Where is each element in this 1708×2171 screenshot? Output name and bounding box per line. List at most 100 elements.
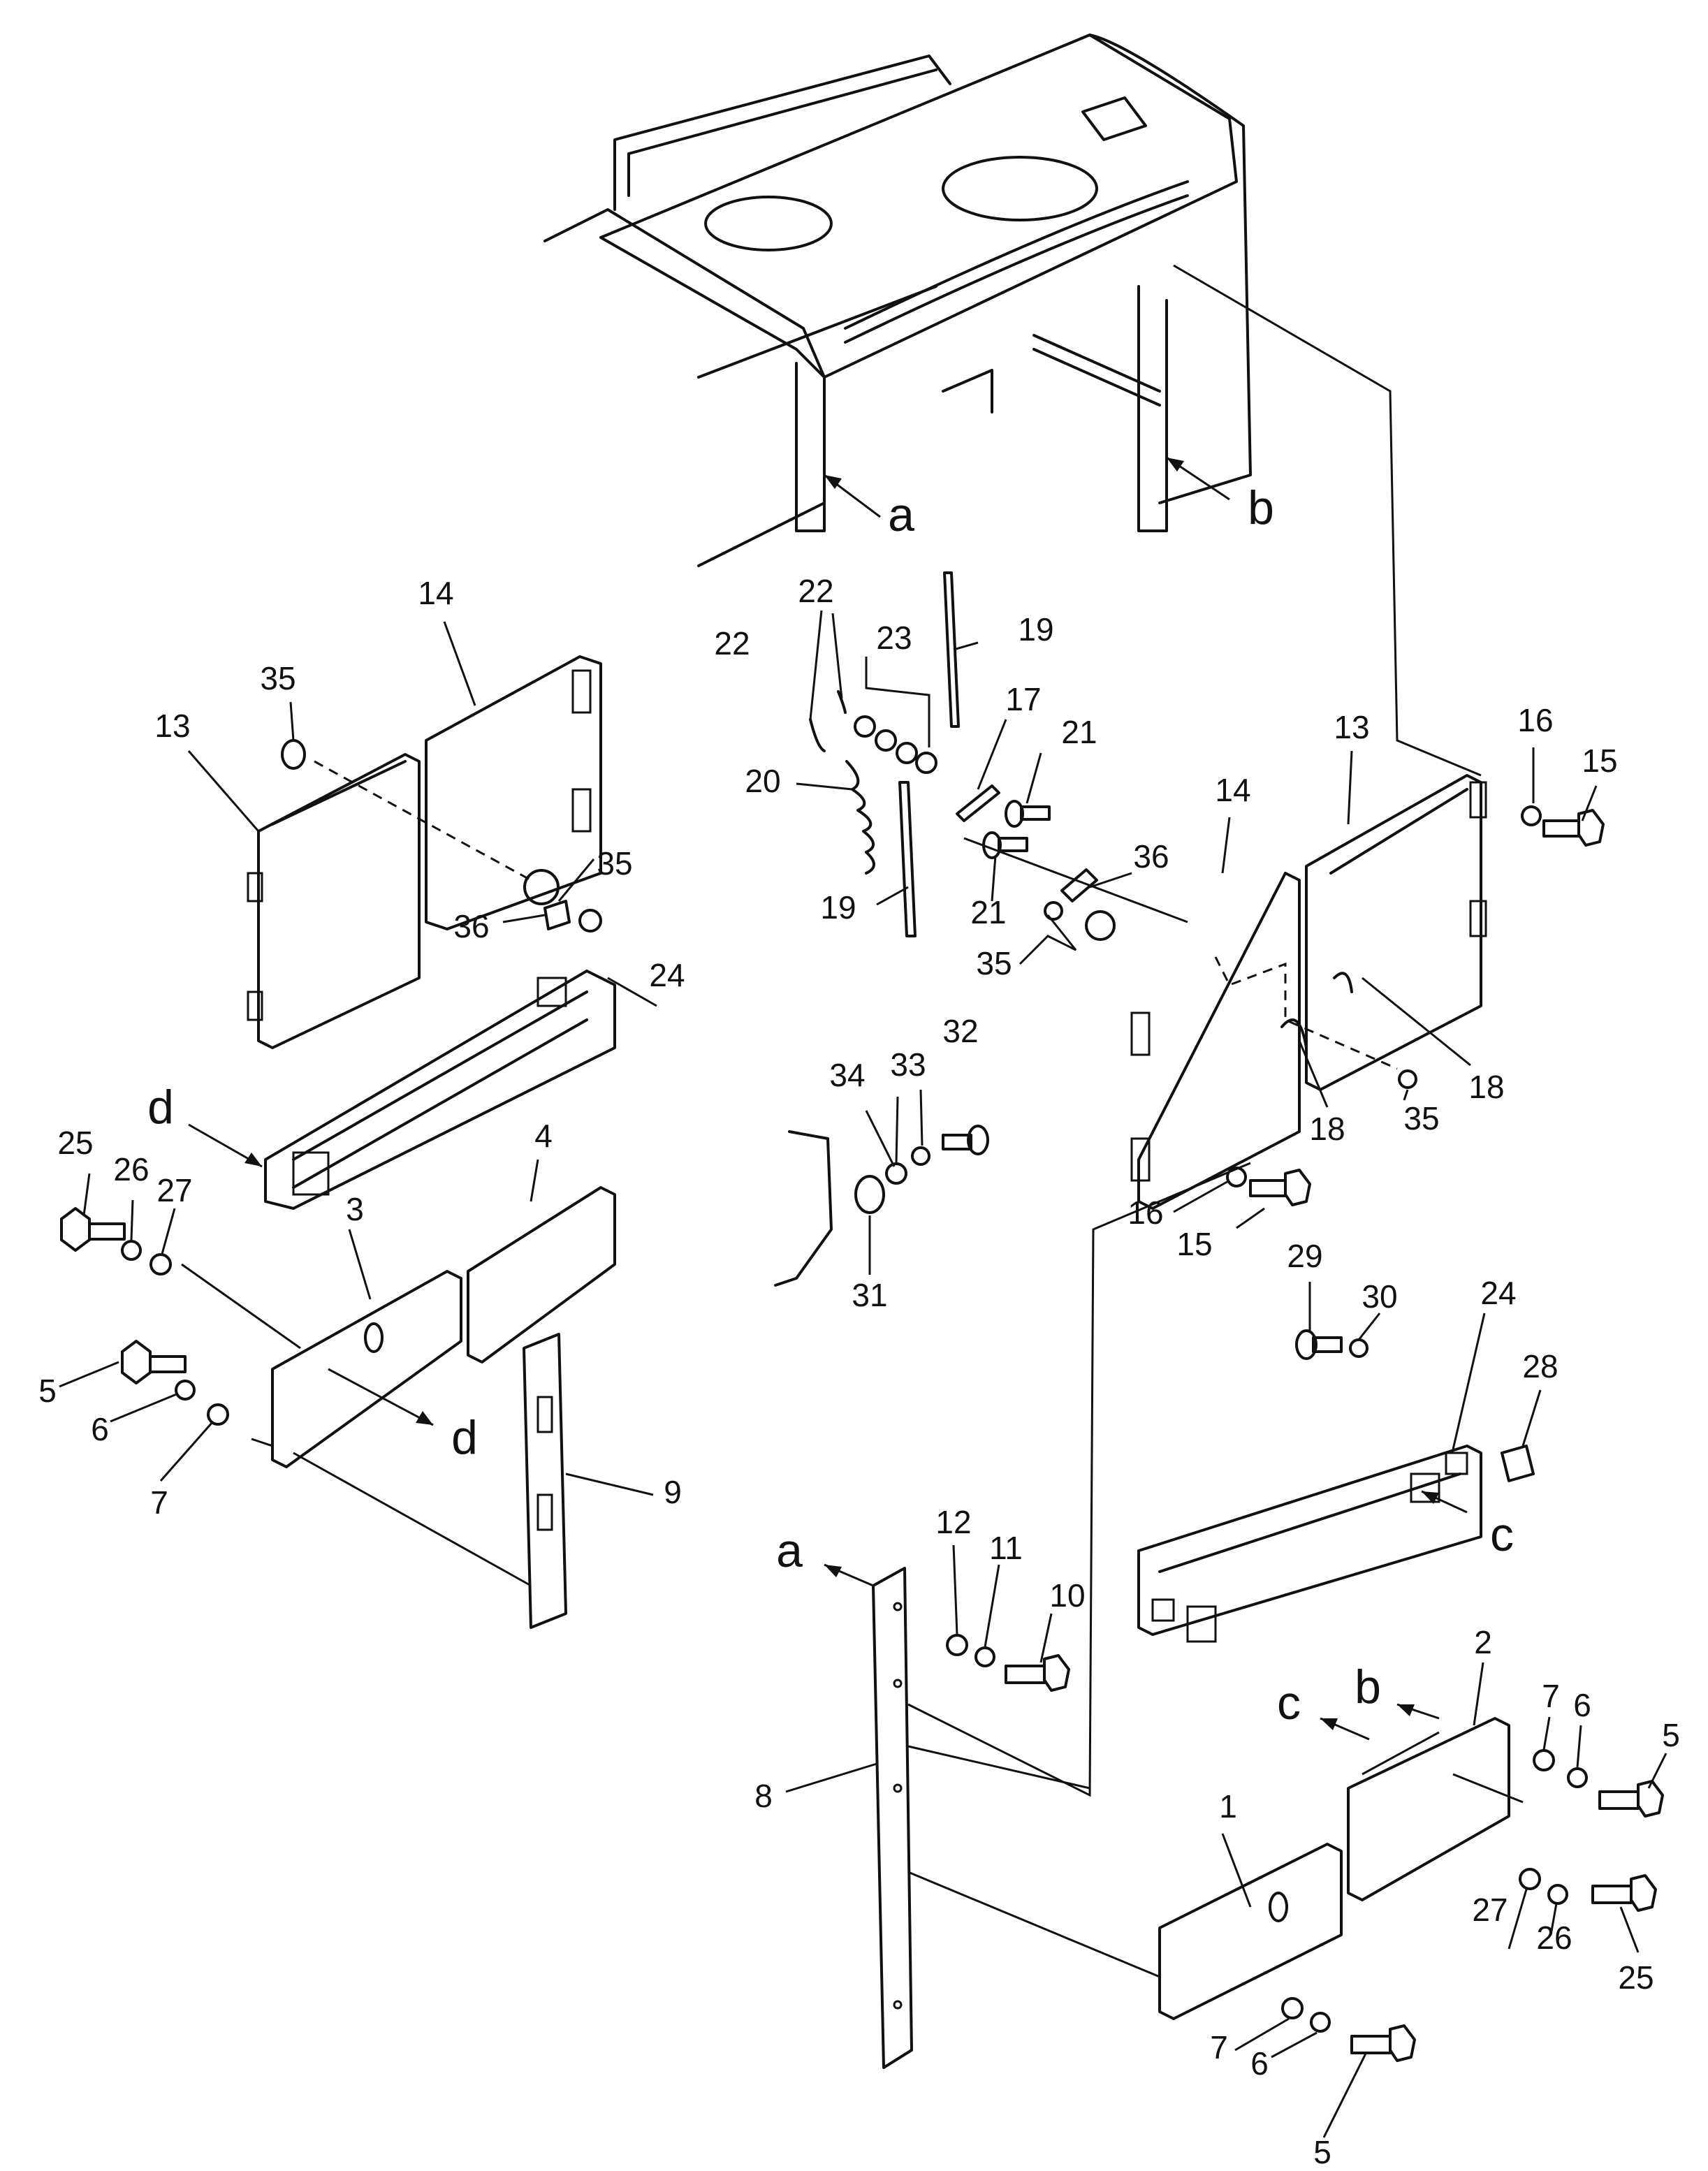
ref-arrow-c-right: c — [1421, 1490, 1514, 1561]
label-19-bottom: 19 — [820, 889, 856, 926]
washer-7-left — [207, 1403, 229, 1426]
label-35-left-mid: 35 — [597, 845, 632, 882]
bushing-right — [1085, 910, 1116, 941]
label-27-left: 27 — [156, 1172, 192, 1208]
label-18-b: 18 — [1309, 1111, 1345, 1147]
right-door-13 — [1305, 774, 1487, 1091]
left-door-14 — [425, 655, 602, 930]
label-9: 9 — [664, 1474, 682, 1510]
label-8: 8 — [754, 1778, 773, 1814]
label-4: 4 — [534, 1118, 553, 1154]
pin-22-a — [809, 718, 826, 752]
ref-arrow-a-bottom: a — [776, 1524, 874, 1587]
label-5-bottom: 5 — [1313, 2134, 1331, 2170]
bolt-29 — [1295, 1329, 1343, 1360]
ref-arrow-d-bottom: d — [328, 1368, 478, 1464]
ref-label-d-bottom: d — [451, 1411, 478, 1464]
label-31: 31 — [852, 1277, 887, 1313]
label-30: 30 — [1362, 1278, 1397, 1315]
bolt-15-top — [1542, 809, 1605, 847]
label-15-mid: 15 — [1176, 1226, 1212, 1262]
ref-label-a-bottom: a — [776, 1524, 803, 1577]
ref-label-b-top: b — [1248, 481, 1274, 534]
pin-22-b — [837, 690, 847, 714]
left-panel-24 — [264, 970, 616, 1210]
machine-body — [543, 34, 1482, 777]
bolt-15-mid — [1249, 1169, 1311, 1206]
label-13-right: 13 — [1334, 709, 1369, 745]
bracket-9 — [523, 1333, 567, 1629]
label-20: 20 — [745, 763, 780, 799]
label-6-left: 6 — [91, 1411, 109, 1447]
label-19-top: 19 — [1018, 611, 1053, 648]
label-10: 10 — [1049, 1577, 1085, 1614]
label-36-right: 36 — [1133, 838, 1169, 875]
label-32: 32 — [942, 1013, 978, 1049]
label-3: 3 — [346, 1191, 364, 1227]
label-35-left-top: 35 — [260, 660, 295, 696]
bolt-5-left — [121, 1340, 187, 1384]
ref-arrow-a-top: a — [824, 474, 914, 541]
bottom-panel-1 — [1158, 1843, 1343, 2020]
nut-35-right-low — [1398, 1069, 1417, 1089]
label-23: 23 — [876, 620, 912, 656]
label-12: 12 — [935, 1504, 971, 1540]
label-24-left: 24 — [649, 957, 685, 993]
label-29: 29 — [1287, 1238, 1322, 1274]
bolt-35-left — [281, 739, 602, 933]
washer-27-left — [149, 1253, 172, 1275]
label-17: 17 — [1005, 681, 1041, 717]
callout-labels: 1 2 3 4 5 5 5 6 6 6 7 7 7 8 9 10 11 12 1… — [38, 573, 1680, 2170]
washer-33 — [911, 1146, 930, 1166]
label-26-left: 26 — [113, 1151, 149, 1187]
label-22-a: 22 — [798, 573, 833, 609]
label-15-top: 15 — [1582, 743, 1617, 779]
label-16-top: 16 — [1517, 702, 1553, 738]
bolt-32 — [942, 1125, 989, 1155]
ref-arrow-c-bottom: c — [1277, 1676, 1370, 1741]
label-5-left: 5 — [38, 1373, 57, 1409]
ref-arrow-d-top: d — [147, 1081, 263, 1168]
washer-27-right — [1519, 1868, 1541, 1890]
link-17 — [956, 784, 1000, 822]
label-5-right: 5 — [1662, 1717, 1680, 1753]
label-24-right: 24 — [1480, 1275, 1516, 1311]
label-35-right-low: 35 — [1403, 1100, 1439, 1136]
label-7-right: 7 — [1542, 1678, 1560, 1714]
handle-18-right — [1280, 1018, 1308, 1049]
label-6-bottom: 6 — [1250, 2045, 1269, 2082]
ref-label-c-right: c — [1490, 1508, 1514, 1561]
bolt-5-right — [1598, 1780, 1664, 1818]
label-28: 28 — [1522, 1348, 1558, 1384]
bolt-5-bottom — [1350, 2024, 1416, 2062]
spring-20 — [845, 760, 875, 875]
label-21-a: 21 — [1061, 714, 1097, 750]
ref-label-c-bottom: c — [1277, 1676, 1301, 1730]
ref-arrow-b-bottom: b — [1355, 1660, 1440, 1720]
label-22-b: 22 — [714, 625, 750, 661]
ref-label-a-top: a — [888, 488, 914, 541]
ref-label-b-bottom: b — [1355, 1660, 1381, 1713]
washer-16-top — [1521, 805, 1542, 826]
label-7-left: 7 — [150, 1484, 168, 1521]
washer-6-right — [1567, 1767, 1588, 1788]
label-13-left: 13 — [154, 708, 190, 744]
washer-6-left — [175, 1380, 196, 1401]
rod-19-top — [943, 571, 960, 728]
label-6-right: 6 — [1573, 1687, 1591, 1723]
spacer-31 — [854, 1175, 885, 1214]
label-14-right: 14 — [1215, 772, 1250, 808]
label-18-a: 18 — [1468, 1069, 1504, 1105]
left-door-13 — [247, 753, 421, 1049]
label-21-b: 21 — [970, 894, 1006, 930]
mount-bracket — [774, 1130, 833, 1287]
washer-11 — [975, 1646, 995, 1667]
bottom-panel-2 — [1347, 1717, 1510, 1901]
plate-8 — [872, 1567, 913, 2069]
right-panel-24 — [1137, 1445, 1482, 1643]
washer-6-bottom — [1310, 2012, 1331, 2033]
nut-35-right — [1044, 901, 1063, 921]
washer-26-right — [1547, 1884, 1568, 1905]
label-26-right: 26 — [1536, 1920, 1572, 1956]
